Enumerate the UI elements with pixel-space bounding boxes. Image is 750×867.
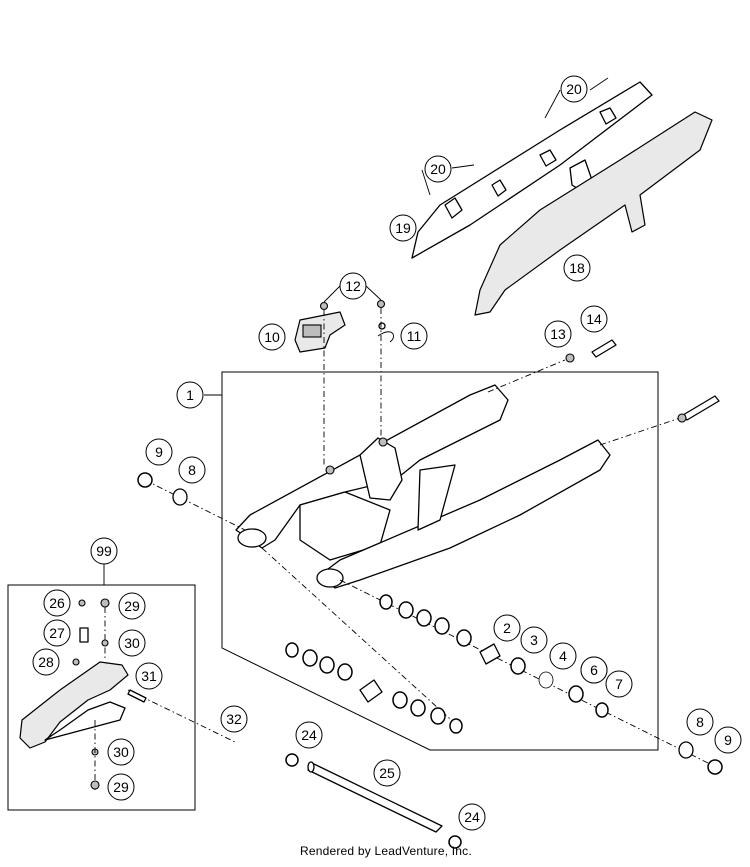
svg-text:2: 2 (503, 620, 511, 636)
svg-text:1: 1 (186, 387, 194, 403)
callout-99[interactable]: 99 (90, 537, 118, 565)
callout-8-right[interactable]: 8 (686, 708, 714, 736)
svg-text:9: 9 (155, 444, 163, 460)
bushing-part-8-left (172, 488, 188, 506)
svg-text:10: 10 (264, 329, 280, 345)
callout-11[interactable]: 11 (400, 322, 428, 350)
callout-24-bottom[interactable]: 24 (458, 803, 486, 831)
svg-text:8: 8 (188, 462, 196, 478)
svg-text:30: 30 (113, 744, 129, 760)
bushing-part-8-right (678, 741, 694, 759)
svg-text:20: 20 (566, 81, 582, 97)
callout-25[interactable]: 25 (373, 759, 401, 787)
svg-text:18: 18 (569, 260, 585, 276)
callout-leaders (323, 77, 609, 303)
nut-part-24-top (285, 753, 299, 767)
svg-text:29: 29 (124, 598, 140, 614)
callout-30-top[interactable]: 30 (118, 629, 146, 657)
svg-text:20: 20 (430, 161, 446, 177)
axle-line-upper (487, 359, 566, 393)
callout-10[interactable]: 10 (258, 323, 286, 351)
svg-text:12: 12 (345, 278, 361, 294)
kit-hardware (72, 598, 110, 790)
callout-19[interactable]: 19 (389, 214, 417, 242)
nut-part-24-bottom (448, 835, 462, 849)
svg-text:32: 32 (226, 711, 242, 727)
nut-part-9-right (707, 759, 723, 775)
callout-28[interactable]: 28 (32, 648, 60, 676)
svg-text:3: 3 (530, 632, 538, 648)
callout-3[interactable]: 3 (520, 626, 548, 654)
kit-box-part-99 (7, 584, 196, 811)
svg-text:24: 24 (301, 727, 317, 743)
bearing-stack-upper (379, 594, 609, 718)
svg-text:9: 9 (724, 732, 732, 748)
svg-text:31: 31 (141, 668, 157, 684)
svg-text:6: 6 (590, 662, 598, 678)
svg-text:29: 29 (113, 779, 129, 795)
callout-18[interactable]: 18 (563, 254, 591, 282)
callout-20-top[interactable]: 20 (560, 75, 588, 103)
svg-text:11: 11 (407, 328, 422, 344)
callout-7[interactable]: 7 (605, 670, 633, 698)
nut-part-13 (565, 353, 687, 423)
callout-14[interactable]: 14 (580, 305, 608, 333)
callout-2[interactable]: 2 (493, 614, 521, 642)
callout-13[interactable]: 13 (544, 320, 572, 348)
chain-slider-part-31 (19, 661, 129, 749)
clip-part-11 (377, 322, 394, 343)
rivet-part-32 (127, 689, 236, 743)
svg-text:27: 27 (49, 625, 65, 641)
callout-9-right[interactable]: 9 (714, 726, 742, 754)
render-credit: Rendered by LeadVenture, Inc. (300, 844, 472, 858)
svg-text:99: 99 (96, 543, 112, 559)
assembly-frame-part-1 (221, 371, 659, 751)
bearing-stack-lower (285, 642, 463, 734)
svg-text:7: 7 (615, 676, 623, 692)
callout-32[interactable]: 32 (220, 705, 248, 733)
axle-pin-part-14 (591, 339, 720, 421)
callout-1[interactable]: 1 (176, 381, 204, 409)
chain-guard-part-18 (474, 111, 713, 316)
svg-text:30: 30 (124, 635, 140, 651)
callout-29-top[interactable]: 29 (118, 592, 146, 620)
callout-6[interactable]: 6 (580, 656, 608, 684)
callout-8-left[interactable]: 8 (178, 456, 206, 484)
svg-text:13: 13 (550, 326, 566, 342)
callout-30-bottom[interactable]: 30 (107, 738, 135, 766)
callout-26[interactable]: 26 (43, 589, 71, 617)
svg-text:26: 26 (49, 595, 65, 611)
callout-4[interactable]: 4 (549, 642, 577, 670)
svg-text:8: 8 (696, 714, 704, 730)
callout-12[interactable]: 12 (339, 272, 367, 300)
callout-20-mid[interactable]: 20 (424, 155, 452, 183)
sensor-bracket-part-10 (294, 311, 346, 353)
svg-text:14: 14 (586, 311, 602, 327)
svg-text:19: 19 (395, 220, 411, 236)
callout-31[interactable]: 31 (135, 662, 163, 690)
svg-text:4: 4 (559, 648, 567, 664)
svg-text:25: 25 (379, 765, 395, 781)
callout-29-bottom[interactable]: 29 (107, 773, 135, 801)
pivot-line-left (144, 479, 246, 531)
pivot-line-lower (261, 547, 461, 729)
callout-24-top[interactable]: 24 (295, 721, 323, 749)
pivot-shaft-part-25 (307, 761, 443, 833)
screws-part-12 (319, 299, 386, 465)
svg-text:24: 24 (464, 809, 480, 825)
svg-text:28: 28 (38, 654, 54, 670)
callout-9-left[interactable]: 9 (145, 438, 173, 466)
nut-part-9-left (137, 472, 153, 488)
swingarm-part-1 (235, 384, 611, 589)
axle-line-lower (599, 417, 681, 446)
callout-27[interactable]: 27 (43, 619, 71, 647)
pivot-line-right (339, 579, 713, 766)
